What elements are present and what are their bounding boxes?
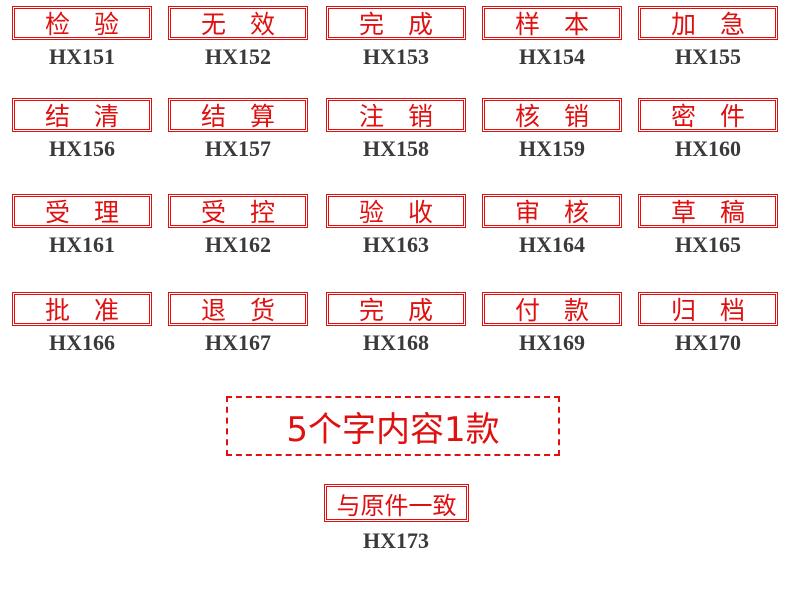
stamp-hx153: 完成 <box>326 6 466 40</box>
stamp-hx166: 批准 <box>12 292 152 326</box>
stamp-code-hx169: HX169 <box>519 330 585 355</box>
stamp-code-hx155: HX155 <box>675 44 741 69</box>
stamp-code-hx162: HX162 <box>205 232 271 257</box>
stamp-code-hx154: HX154 <box>519 44 585 69</box>
stamp-hx160: 密件 <box>638 98 778 132</box>
stamp-code-hx166: HX166 <box>49 330 115 355</box>
stamp-hx157: 结算 <box>168 98 308 132</box>
stamp-code-hx170: HX170 <box>675 330 741 355</box>
stamp-code-hx163: HX163 <box>363 232 429 257</box>
stamp-hx152: 无效 <box>168 6 308 40</box>
stamp-hx165: 草稿 <box>638 194 778 228</box>
stamp-hx170: 归档 <box>638 292 778 326</box>
stamp-hx156: 结清 <box>12 98 152 132</box>
stamp-code-hx161: HX161 <box>49 232 115 257</box>
stamp-hx164: 审核 <box>482 194 622 228</box>
stamp-hx161: 受理 <box>12 194 152 228</box>
stamp-hx158: 注销 <box>326 98 466 132</box>
stamp-code-hx158: HX158 <box>363 136 429 161</box>
stamp-code-hx160: HX160 <box>675 136 741 161</box>
stamp-code-hx152: HX152 <box>205 44 271 69</box>
stamp-code-hx159: HX159 <box>519 136 585 161</box>
stamp-code-hx167: HX167 <box>205 330 271 355</box>
stamp-hx169: 付款 <box>482 292 622 326</box>
five-character-banner: 5个字内容1款 <box>226 396 560 456</box>
stamp-code-hx164: HX164 <box>519 232 585 257</box>
stamp-hx167: 退货 <box>168 292 308 326</box>
stamp-wide-hx173: 与原件一致 <box>324 484 469 522</box>
stamp-hx151: 检验 <box>12 6 152 40</box>
stamp-code-hx165: HX165 <box>675 232 741 257</box>
stamp-hx163: 验收 <box>326 194 466 228</box>
stamp-hx159: 核销 <box>482 98 622 132</box>
stamp-code-hx157: HX157 <box>205 136 271 161</box>
stamp-hx154: 样本 <box>482 6 622 40</box>
stamp-code-hx173: HX173 <box>363 528 429 553</box>
stamp-code-hx168: HX168 <box>363 330 429 355</box>
stamp-code-hx156: HX156 <box>49 136 115 161</box>
stamp-code-hx151: HX151 <box>49 44 115 69</box>
stamp-hx168: 完成 <box>326 292 466 326</box>
stamp-code-hx153: HX153 <box>363 44 429 69</box>
stamp-hx155: 加急 <box>638 6 778 40</box>
stamp-hx162: 受控 <box>168 194 308 228</box>
